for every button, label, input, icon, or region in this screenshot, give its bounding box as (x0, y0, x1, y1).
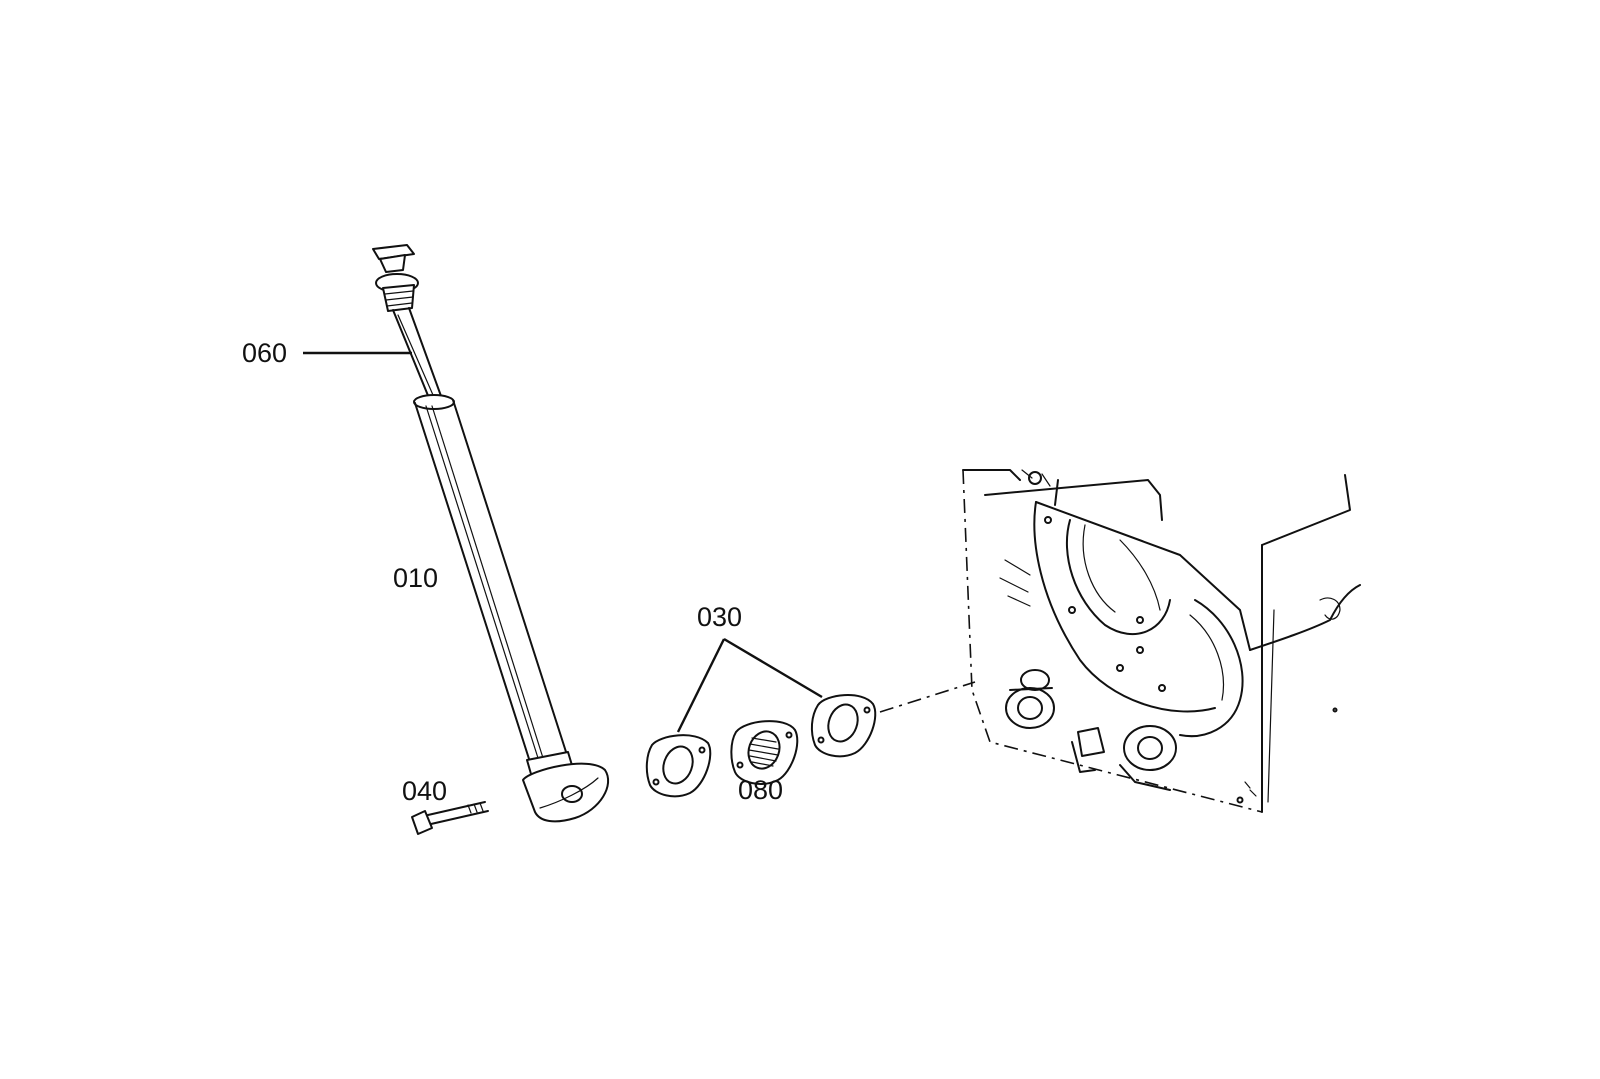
leader-030-right (723, 637, 823, 699)
leader-030-left (676, 638, 726, 733)
bolt (411, 801, 489, 835)
gearbox-housing (962, 469, 1361, 813)
strainer-plate (730, 720, 799, 785)
callout-060: 060 (242, 338, 287, 368)
leader-lines (303, 351, 823, 733)
guide-tube (413, 394, 610, 823)
callout-080: 080 (738, 775, 783, 805)
assembly-axis-line (879, 681, 976, 713)
callout-030: 030 (697, 602, 742, 632)
callout-040: 040 (402, 776, 447, 806)
gasket-right (810, 694, 877, 758)
dipstick-cap (372, 244, 419, 312)
callout-010: 010 (393, 563, 438, 593)
gasket-left (645, 734, 712, 798)
